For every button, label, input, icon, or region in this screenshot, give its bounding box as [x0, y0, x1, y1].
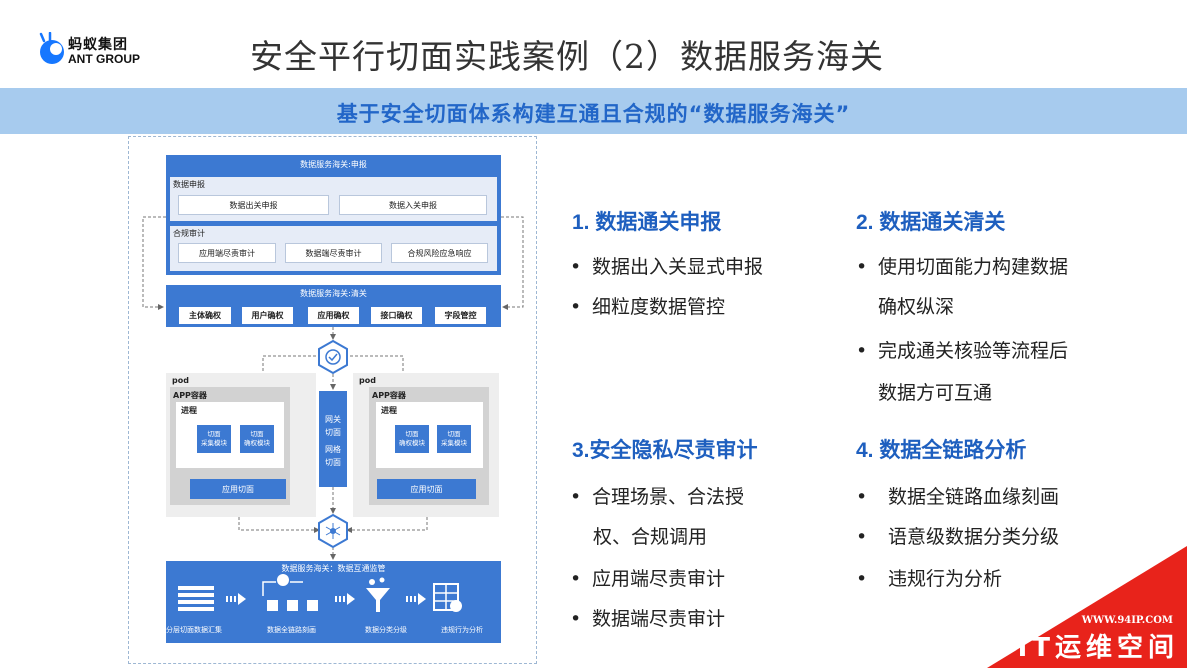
flow-arrow-icon	[406, 593, 426, 605]
outbound-declare-item: 数据出关申报	[178, 195, 329, 215]
section-2-line-4: 数据方可互通	[878, 382, 993, 404]
section-4-line-3: •违规行为分析	[856, 568, 1003, 590]
pod-right-label: pod	[359, 376, 376, 385]
section-2-line-1: •使用切面能力构建数据	[856, 256, 1069, 278]
gateway-aspect: 网关 切面 网格 切面	[319, 391, 347, 487]
section-3-title: 3.安全隐私尽责审计	[572, 439, 758, 462]
section-2-title: 2. 数据通关清关	[856, 211, 1006, 234]
monitor-step-4: 违规行为分析	[441, 626, 483, 634]
network-hub-icon	[318, 513, 348, 549]
watermark-name: IT运维空间	[1017, 633, 1179, 663]
diagram-connectors	[142, 216, 524, 560]
flow-arrow-icon	[226, 593, 246, 605]
clearance-item-interface: 接口确权	[371, 307, 422, 324]
declare-header: 数据服务海关:申报	[300, 160, 367, 169]
audit-item-data: 数据端尽责审计	[285, 243, 382, 263]
monitor-flow	[178, 574, 462, 612]
data-declare-title: 数据申报	[173, 180, 205, 189]
pod-left-label: pod	[172, 376, 189, 385]
monitor-step-2: 数据全链路刻画	[267, 626, 316, 634]
bullet-icon: •	[570, 608, 582, 630]
gateway-line-4: 切面	[325, 458, 341, 467]
module-right-collect: 切面采集模块	[437, 425, 471, 453]
section-3-line-3: •应用端尽责审计	[570, 568, 726, 590]
clearance-item-app: 应用确权	[308, 307, 359, 324]
gateway-line-1: 网关	[325, 415, 341, 424]
clearance-item-user: 用户确权	[242, 307, 293, 324]
bullet-icon: •	[856, 486, 868, 508]
audit-item-emergency: 合规风险应急响应	[391, 243, 488, 263]
brand-name-cn: 蚂蚁集团	[68, 37, 128, 53]
page-subtitle: 基于安全切面体系构建互通且合规的“数据服务海关”	[336, 102, 851, 126]
section-1-line-2: •细粒度数据管控	[570, 296, 726, 318]
shield-check-icon	[318, 339, 348, 375]
bullet-icon: •	[856, 256, 868, 278]
bullet-icon: •	[570, 256, 582, 278]
site-watermark: WWW.94IP.COM IT运维空间	[987, 546, 1187, 668]
section-2-line-2: 确权纵深	[878, 296, 955, 318]
monitor-step-3: 数据分类分级	[365, 626, 407, 634]
section-4-line-2: •语意级数据分类分级	[856, 526, 1060, 548]
subtitle-banner	[0, 88, 1187, 134]
section-4-line-1: •数据全链路血缘刻画	[856, 486, 1060, 508]
process-left-label: 进程	[181, 406, 197, 415]
watermark-url: WWW.94IP.COM	[1081, 615, 1173, 626]
monitor-step-1: 分层切面数据汇集	[166, 626, 222, 634]
clearance-item-subject: 主体确权	[179, 307, 231, 324]
layers-icon	[178, 586, 214, 611]
monitor-block	[166, 561, 501, 643]
app-aspect-right: 应用切面	[377, 479, 476, 499]
bullet-icon: •	[856, 568, 868, 590]
audit-item-app: 应用端尽责审计	[178, 243, 276, 263]
gateway-line-3: 网格	[325, 445, 341, 454]
section-1-title: 1. 数据通关申报	[572, 211, 722, 234]
ant-logo-icon	[39, 32, 64, 64]
bullet-icon: •	[856, 340, 868, 362]
section-1-line-1: •数据出入关显式申报	[570, 256, 764, 278]
app-aspect-left: 应用切面	[190, 479, 286, 499]
module-left-collect: 切面采集模块	[197, 425, 231, 453]
process-right-label: 进程	[381, 406, 397, 415]
section-4-title: 4. 数据全链路分析	[856, 439, 1027, 462]
ant-group-logo: 蚂蚁集团 ANT GROUP	[38, 30, 178, 74]
architecture-diagram: 数据服务海关:申报 数据申报 数据出关申报 数据入关申报 合规审计 应用端尽责审…	[128, 136, 537, 664]
compliance-audit-title: 合规审计	[173, 229, 205, 238]
flow-arrow-icon	[335, 593, 355, 605]
section-3-line-1: •合理场景、合法授	[570, 486, 745, 508]
section-2-line-3: •完成通关核验等流程后	[856, 340, 1069, 362]
violation-analysis-icon	[433, 583, 462, 612]
watermark-triangle	[987, 546, 1187, 668]
clearance-item-field: 字段管控	[435, 307, 486, 324]
bullet-icon: •	[570, 568, 582, 590]
clearance-header: 数据服务海关:清关	[300, 289, 367, 298]
filter-classify-icon	[366, 577, 390, 612]
lineage-icon	[262, 574, 318, 611]
monitor-header: 数据服务海关：数据互通监管	[281, 564, 386, 573]
module-right-auth: 切面确权模块	[395, 425, 429, 453]
bullet-icon: •	[856, 526, 868, 548]
app-container-right-label: APP容器	[372, 391, 406, 400]
app-container-left-label: APP容器	[173, 391, 207, 400]
brand-name-en: ANT GROUP	[68, 52, 140, 66]
bullet-icon: •	[570, 296, 582, 318]
bullet-icon: •	[570, 486, 582, 508]
inbound-declare-item: 数据入关申报	[339, 195, 487, 215]
section-3-line-4: •数据端尽责审计	[570, 608, 726, 630]
page-title: 安全平行切面实践案例（2）数据服务海关	[250, 37, 884, 76]
section-3-line-2: 权、合规调用	[593, 526, 708, 548]
gateway-line-2: 切面	[325, 428, 341, 437]
module-left-auth: 切面确权模块	[240, 425, 274, 453]
